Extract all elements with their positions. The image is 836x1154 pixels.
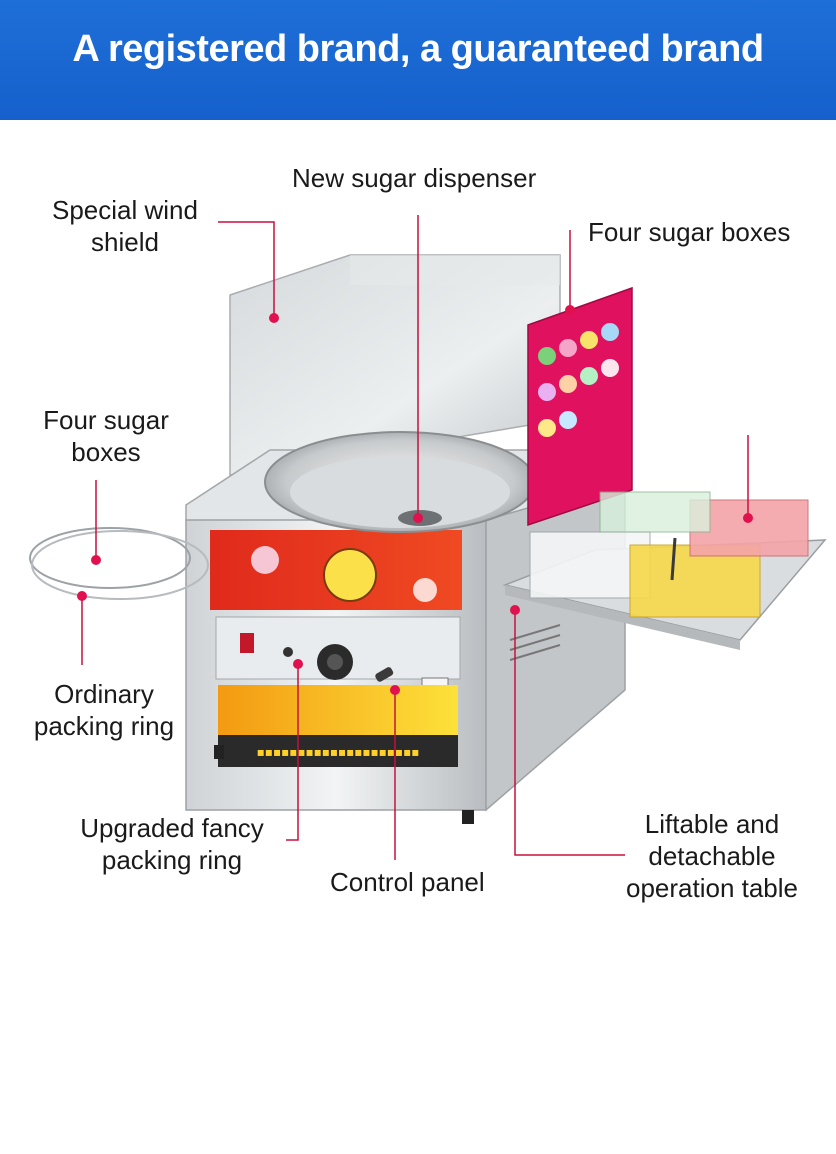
banner-title: A registered brand, a guaranteed brand bbox=[72, 28, 764, 70]
packing-rings bbox=[29, 527, 209, 600]
callout-operation-table: Liftable and detachable operation table bbox=[625, 809, 799, 903]
sugar-display-panel bbox=[527, 286, 633, 527]
callout-sugar-dispenser: New sugar dispenser bbox=[292, 163, 537, 193]
spinning-bowl bbox=[264, 431, 536, 533]
callout-fancy-ring: Upgraded fancy packing ring bbox=[80, 813, 264, 875]
callout-sugar-boxes-top: Four sugar boxes bbox=[588, 217, 791, 247]
callout-ordinary-ring: Ordinary packing ring bbox=[33, 679, 175, 741]
operation-table bbox=[502, 491, 827, 650]
callout-wind-shield: Special wind shield bbox=[52, 195, 198, 257]
leader-lines bbox=[81, 215, 749, 860]
callout-control-panel: Control panel bbox=[330, 867, 485, 897]
callout-sugar-boxes-left: Four sugar boxes bbox=[43, 405, 169, 467]
title-banner: A registered brand, a guaranteed brand bbox=[0, 0, 836, 120]
product-illustration: ▪▪▪▪▪▪▪▪▪▪▪▪▪▪▪▪▪▪▪▪ bbox=[0, 120, 836, 1154]
callout-dots bbox=[77, 305, 753, 695]
machine-drawing: ▪▪▪▪▪▪▪▪▪▪▪▪▪▪▪▪▪▪▪▪ bbox=[29, 215, 827, 860]
